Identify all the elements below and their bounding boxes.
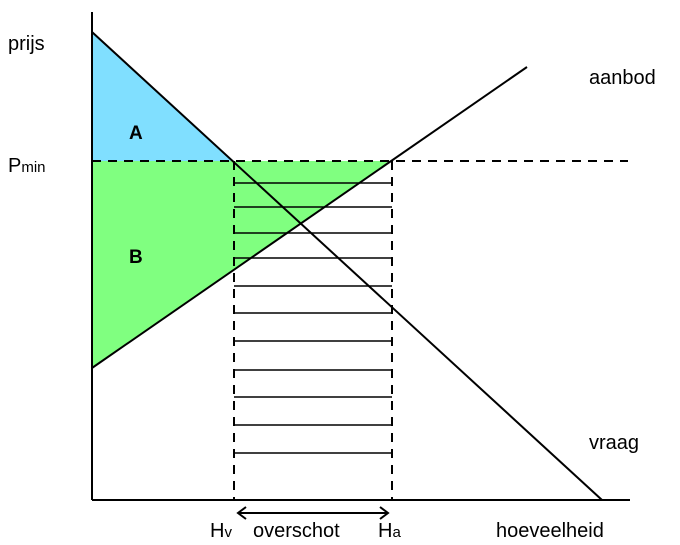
area-b-label: B xyxy=(129,247,143,268)
supply-line xyxy=(91,66,528,369)
hv-label: Hv xyxy=(210,520,232,542)
hv-label-main: H xyxy=(210,520,224,542)
pmin-label: Pmin xyxy=(8,155,46,177)
surplus-label: overschot xyxy=(253,520,340,542)
pmin-label-sub: min xyxy=(21,159,45,176)
ha-label-main: H xyxy=(378,520,392,542)
demand-line xyxy=(91,31,603,501)
price-axis-label: prijs xyxy=(8,33,45,55)
quantity-axis-label: hoeveelheid xyxy=(496,520,604,542)
supply-label: aanbod xyxy=(589,67,656,89)
surplus-hatching xyxy=(234,182,392,454)
pmin-label-main: P xyxy=(8,155,21,177)
hv-label-sub: v xyxy=(224,524,232,541)
demand-label: vraag xyxy=(589,432,639,454)
ha-label-sub: a xyxy=(392,524,401,541)
ha-label: Ha xyxy=(378,520,401,542)
area-a-label: A xyxy=(129,123,143,144)
surplus-arrow xyxy=(236,506,390,520)
